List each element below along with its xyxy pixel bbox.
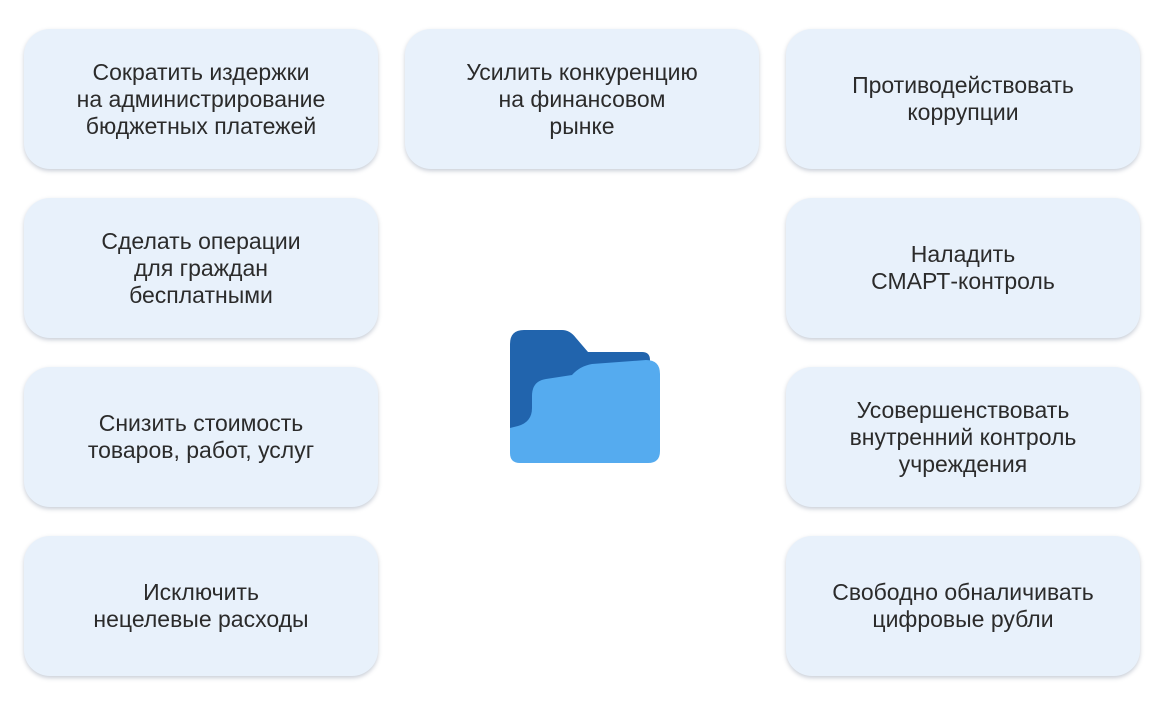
goal-card-smart-control: Наладить СМАРТ-контроль [786, 198, 1140, 338]
goal-card-text: Свободно обналичивать цифровые рубли [832, 579, 1094, 632]
goal-card-counter-corruption: Противодействовать коррупции [786, 29, 1140, 169]
goal-card-text: Усилить конкуренцию на финансовом рынке [466, 58, 698, 139]
goal-card-text: Сделать операции для граждан бесплатными [101, 227, 301, 308]
goal-card-reduce-prices: Снизить стоимость товаров, работ, услуг [24, 367, 378, 507]
goal-card-free-operations: Сделать операции для граждан бесплатными [24, 198, 378, 338]
goal-card-text: Сократить издержки на администрирование … [76, 58, 326, 139]
goal-card-reduce-costs: Сократить издержки на администрирование … [24, 29, 378, 169]
goal-card-text: Наладить СМАРТ-контроль [871, 241, 1055, 294]
goal-card-exclude-expenses: Исключить нецелевые расходы [24, 536, 378, 676]
goal-card-text: Усовершенствовать внутренний контроль уч… [849, 396, 1077, 477]
goal-card-cash-out-digital-rubles: Свободно обналичивать цифровые рубли [786, 536, 1140, 676]
folder-front [510, 360, 660, 463]
goal-card-text: Исключить нецелевые расходы [93, 579, 309, 632]
goal-card-improve-internal-control: Усовершенствовать внутренний контроль уч… [786, 367, 1140, 507]
goal-card-text: Снизить стоимость товаров, работ, услуг [87, 410, 315, 463]
goal-card-text: Противодействовать коррупции [852, 72, 1074, 125]
folder-icon [510, 330, 660, 463]
goal-card-increase-competition: Усилить конкуренцию на финансовом рынке [405, 29, 759, 169]
